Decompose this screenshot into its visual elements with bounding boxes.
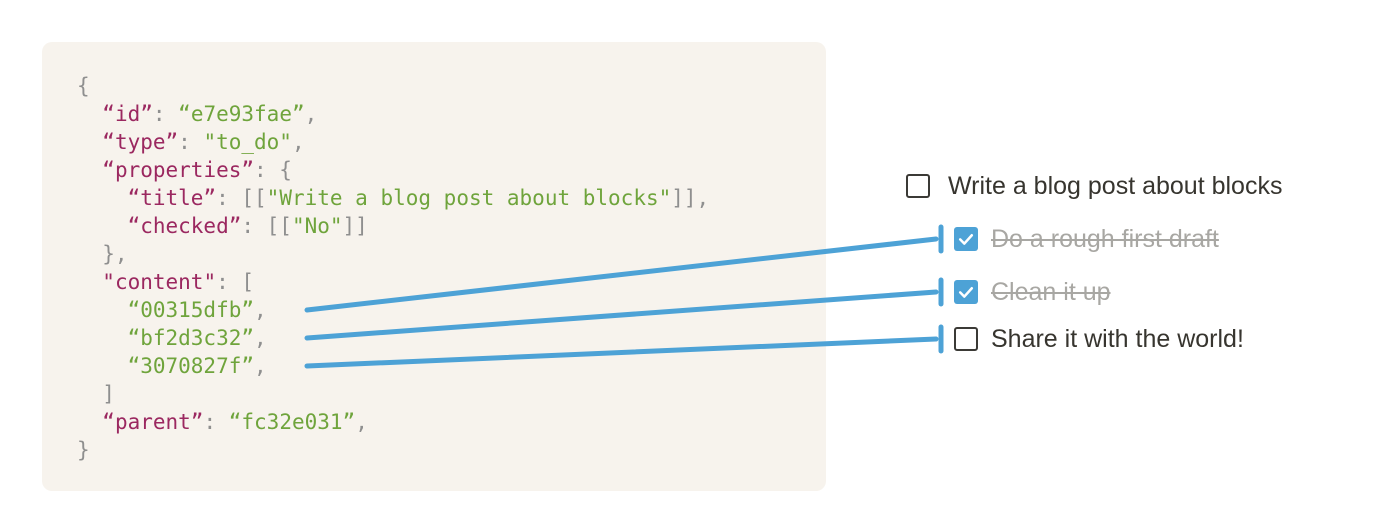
code-line: “id”: “e7e93fae”,: [102, 102, 318, 126]
todo-item-clean[interactable]: Clean it up: [954, 278, 1111, 306]
code-line: “3070827f”,: [127, 354, 267, 378]
code-line: “title”: [["Write a blog post about bloc…: [127, 186, 710, 210]
code-line: ]: [77, 382, 115, 406]
checkbox-unchecked[interactable]: [906, 174, 930, 198]
code-line: "content": [: [102, 270, 255, 294]
checkmark-icon: [958, 234, 974, 245]
todo-item-draft[interactable]: Do a rough first draft: [954, 225, 1219, 253]
checkbox-checked[interactable]: [954, 227, 978, 251]
todo-item-label: Do a rough first draft: [991, 225, 1219, 253]
todo-item-share[interactable]: Share it with the world!: [954, 325, 1244, 353]
code-line: },: [77, 242, 128, 266]
code-line: “checked”: [["No"]]: [127, 214, 368, 238]
code-line: “00315dfb”,: [127, 298, 267, 322]
code-lines: { “id”: “e7e93fae”, “type”: "to_do", “pr…: [77, 72, 826, 464]
todo-item-label: Clean it up: [991, 278, 1111, 306]
todo-item-label: Write a blog post about blocks: [948, 172, 1283, 200]
code-line: “properties”: {: [102, 158, 292, 182]
code-line: “parent”: “fc32e031”,: [102, 410, 368, 434]
todo-item-root[interactable]: Write a blog post about blocks: [906, 172, 1283, 200]
code-line: “bf2d3c32”,: [127, 326, 267, 350]
code-line: }: [77, 438, 90, 462]
checkbox-unchecked[interactable]: [954, 327, 978, 351]
json-code-panel: { “id”: “e7e93fae”, “type”: "to_do", “pr…: [42, 42, 826, 491]
code-line: “type”: "to_do",: [102, 130, 305, 154]
todo-item-label: Share it with the world!: [991, 325, 1244, 353]
code-line: {: [77, 74, 90, 98]
checkbox-checked[interactable]: [954, 280, 978, 304]
checkmark-icon: [958, 287, 974, 298]
